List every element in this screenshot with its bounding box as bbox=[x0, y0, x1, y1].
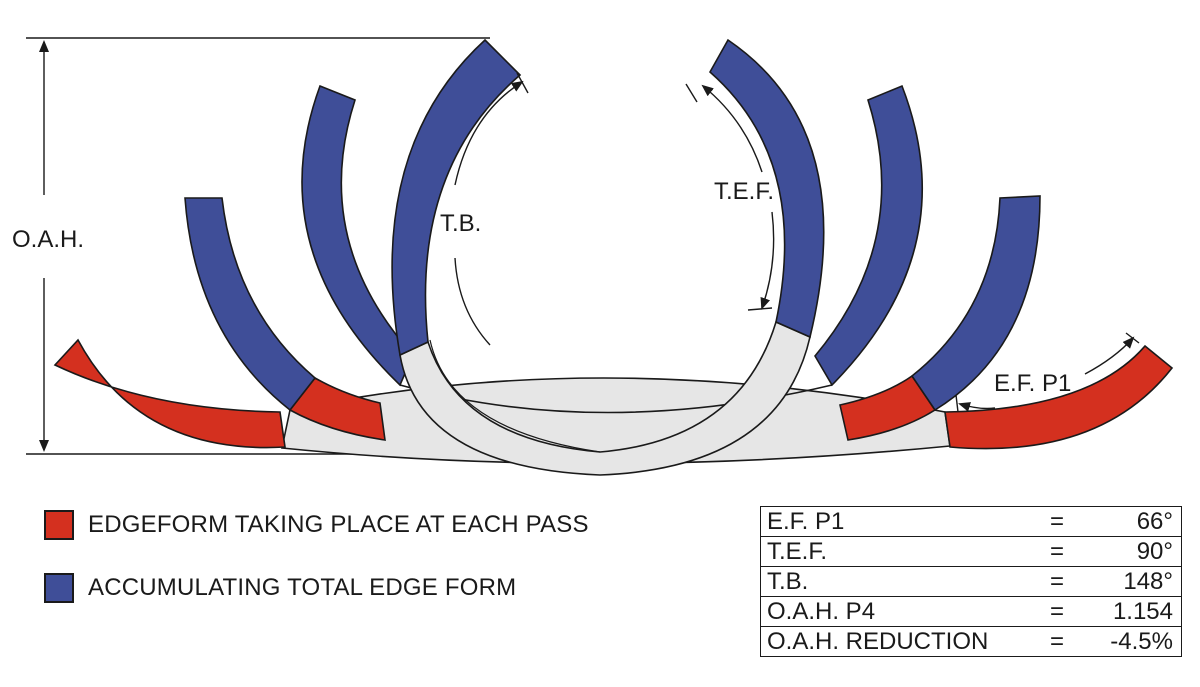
table-row: O.A.H. P4 = 1.154 bbox=[760, 596, 1182, 627]
pass2-accumulated-left bbox=[184, 197, 317, 412]
legend-label-accumulated: ACCUMULATING TOTAL EDGE FORM bbox=[88, 574, 517, 601]
legend-item-accumulated: ACCUMULATING TOTAL EDGE FORM bbox=[44, 573, 516, 603]
table-row: T.E.F. = 90° bbox=[760, 536, 1182, 567]
forming-diagram: O.A.H. T.B. T.E.F. E.F. P1 bbox=[12, 37, 1174, 476]
row-equals: = bbox=[1037, 536, 1077, 567]
pass1-edgeform-left bbox=[53, 338, 286, 449]
spec-table: E.F. P1 = 66° T.E.F. = 90° T.B. = 148° O… bbox=[760, 506, 1182, 657]
pass1-edgeform-right bbox=[944, 344, 1174, 450]
pass4-web-ring bbox=[399, 320, 811, 476]
tef-arc-lower bbox=[760, 211, 775, 310]
row-label: E.F. P1 bbox=[760, 506, 1037, 537]
row-equals: = bbox=[1037, 626, 1077, 657]
legend-label-edgeform: EDGEFORM TAKING PLACE AT EACH PASS bbox=[88, 511, 589, 538]
row-label: T.B. bbox=[760, 566, 1037, 597]
pass4-inner-curve bbox=[429, 339, 601, 453]
pass4-accumulated-left bbox=[391, 38, 522, 357]
row-value: 1.154 bbox=[1077, 596, 1182, 627]
efp1-arc-left bbox=[958, 402, 996, 412]
table-row: O.A.H. REDUCTION = -4.5% bbox=[760, 626, 1182, 657]
row-equals: = bbox=[1037, 566, 1077, 597]
pass3-accumulated-right bbox=[814, 84, 924, 387]
efp1-arc-right bbox=[1084, 336, 1135, 375]
legend-item-edgeform: EDGEFORM TAKING PLACE AT EACH PASS bbox=[44, 510, 589, 540]
pass4-accumulated-right bbox=[708, 38, 825, 339]
legend-swatch-blue bbox=[44, 573, 74, 603]
tb-arc-upper bbox=[454, 80, 524, 186]
row-value: 90° bbox=[1077, 536, 1182, 567]
row-equals: = bbox=[1037, 596, 1077, 627]
tb-tick bbox=[516, 72, 529, 94]
efp1-label: E.F. P1 bbox=[994, 370, 1071, 397]
row-value: 148° bbox=[1077, 566, 1182, 597]
oah-label: O.A.H. bbox=[12, 226, 84, 253]
row-label: O.A.H. P4 bbox=[760, 596, 1037, 627]
row-value: 66° bbox=[1077, 506, 1182, 537]
tef-tick-bottom bbox=[747, 307, 773, 311]
row-label: T.E.F. bbox=[760, 536, 1037, 567]
pass2-accumulated-right bbox=[910, 195, 1041, 412]
tef-arc-upper bbox=[701, 84, 763, 173]
tef-tick-top bbox=[685, 83, 698, 103]
efp1-tick-left bbox=[955, 394, 959, 413]
table-row: T.B. = 148° bbox=[760, 566, 1182, 597]
tef-label: T.E.F. bbox=[714, 178, 774, 205]
row-value: -4.5% bbox=[1077, 626, 1182, 657]
row-label: O.A.H. REDUCTION bbox=[760, 626, 1037, 657]
table-row: E.F. P1 = 66° bbox=[760, 506, 1182, 537]
pass2-edgeform-left bbox=[288, 376, 386, 441]
tb-arc-lower bbox=[454, 257, 491, 346]
row-equals: = bbox=[1037, 506, 1077, 537]
tb-label: T.B. bbox=[440, 210, 481, 237]
legend-swatch-red bbox=[44, 510, 74, 540]
